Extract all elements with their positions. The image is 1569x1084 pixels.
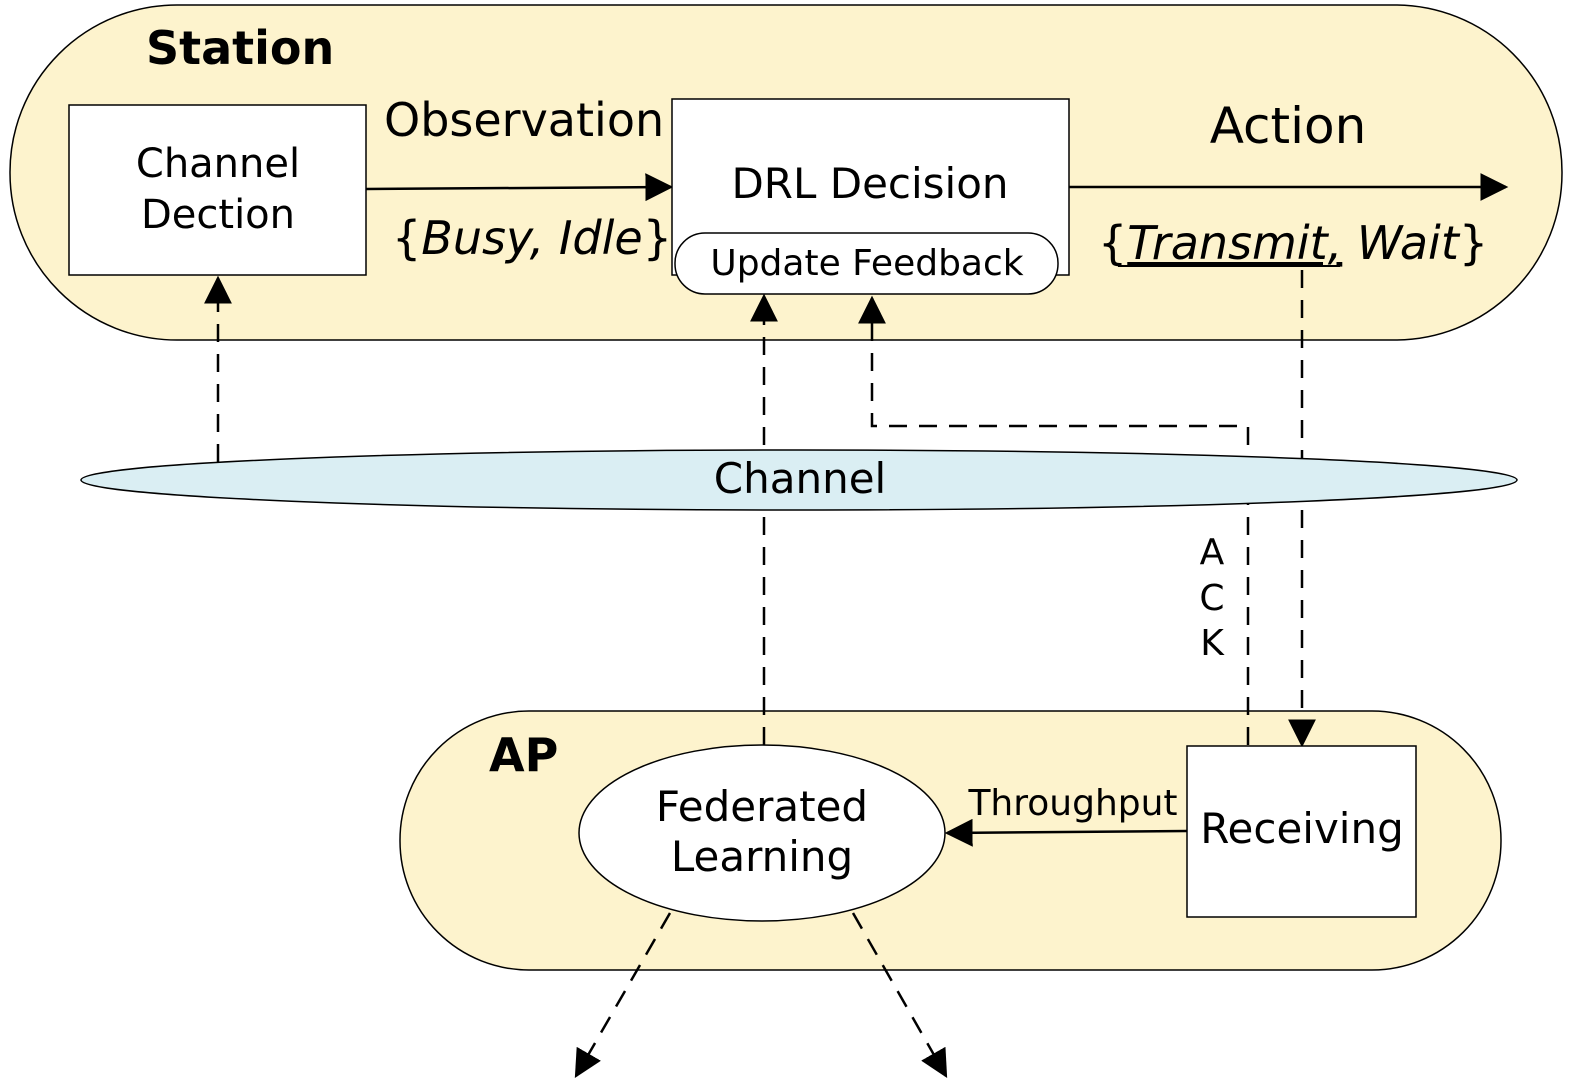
ack-letter-k: K	[1200, 623, 1225, 664]
ack-letter-a: A	[1200, 532, 1225, 573]
observation-set-open: {	[392, 211, 421, 265]
station-title: Station	[146, 21, 334, 75]
ack-dashed-path	[858, 295, 1250, 745]
federated-out-left-dashed-arrow	[574, 912, 672, 1079]
channel-detection-line2: Dection	[141, 192, 295, 238]
action-set: {Transmit, Wait}	[1098, 216, 1488, 270]
update-feedback-label: Update Feedback	[710, 243, 1023, 284]
update-feedback-box	[674, 232, 1059, 295]
ap-title: AP	[489, 728, 558, 782]
observation-set-close: }	[643, 211, 672, 265]
drl-decision-label: DRL Decision	[731, 159, 1008, 208]
action-wait: Wait	[1342, 216, 1461, 270]
channel-detection-line1: Channel	[136, 141, 300, 187]
observation-set-values: Busy, Idle	[421, 211, 642, 265]
federated-learning-line1: Federated	[656, 782, 868, 831]
receiving-box	[1186, 745, 1417, 918]
channel-ellipse	[80, 449, 1518, 511]
throughput-arrow	[944, 818, 1188, 847]
observation-arrow	[365, 173, 674, 202]
observation-set: {Busy, Idle}	[392, 211, 672, 265]
action-label: Action	[1210, 97, 1367, 155]
action-set-open: {	[1098, 216, 1127, 270]
channel-label: Channel	[714, 454, 886, 503]
observation-label: Observation	[384, 93, 664, 147]
action-set-close: }	[1459, 216, 1488, 270]
channel-detection-box	[68, 104, 367, 276]
receiving-label: Receiving	[1200, 804, 1404, 853]
federated-learning-line2: Learning	[671, 832, 853, 881]
federated-out-right-dashed-arrow	[851, 912, 948, 1079]
throughput-label: Throughput	[967, 783, 1177, 824]
action-transmit: Transmit,	[1127, 216, 1342, 270]
ack-letter-c: C	[1199, 578, 1224, 619]
